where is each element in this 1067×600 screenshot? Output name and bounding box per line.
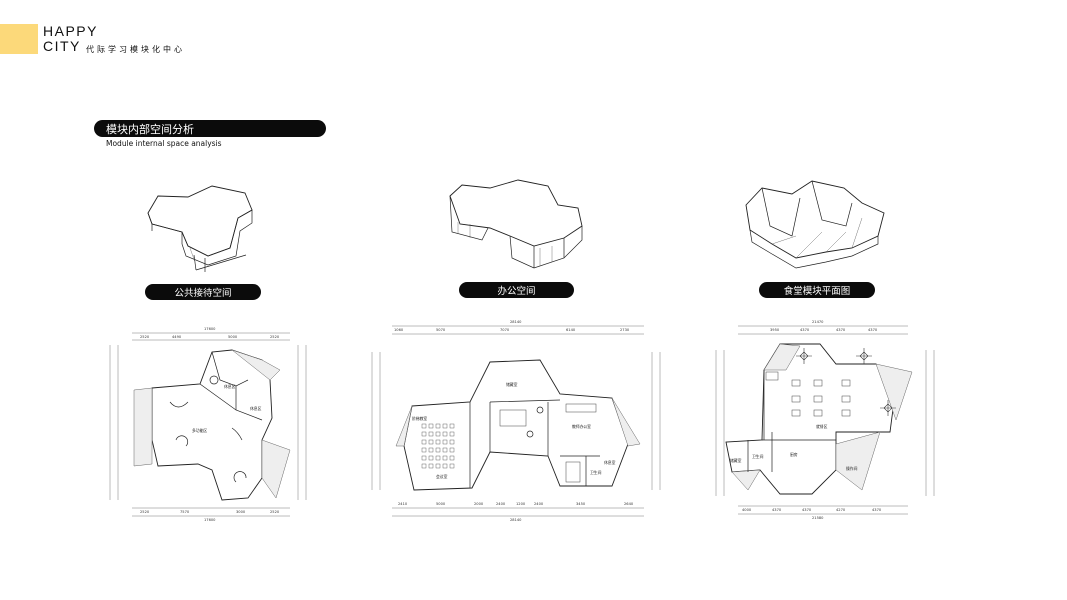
dim-top-total: 21470 <box>812 320 824 324</box>
axon-model-office <box>449 179 583 269</box>
axon-model-canteen <box>745 180 885 269</box>
room-label-rest-1: 休息区 <box>224 384 236 389</box>
dim-top-3: 5000 <box>228 335 238 339</box>
dim-bottom-3: 2000 <box>474 502 484 506</box>
dim-top-5: 2730 <box>620 328 630 332</box>
dim-bottom-4: 2400 <box>496 502 506 506</box>
module-label-public: 公共接待空间 <box>145 284 261 300</box>
dim-bottom-1: 2410 <box>398 502 408 506</box>
dim-top-4: 6140 <box>566 328 576 332</box>
dim-top-2: 4370 <box>800 328 810 332</box>
brand-name-line1: HAPPY <box>43 23 98 39</box>
dim-bottom-8: 2640 <box>624 502 634 506</box>
dim-bottom-5: 1200 <box>516 502 526 506</box>
room-label-storage: 储藏室 <box>730 458 742 463</box>
room-label-multi: 多功能区 <box>192 428 207 433</box>
room-label-storage: 储藏室 <box>506 382 518 387</box>
section-title: 模块内部空间分析 <box>106 123 194 136</box>
room-label-meeting: 会议室 <box>436 474 448 479</box>
dim-bottom-4: 2520 <box>270 510 280 514</box>
room-label-restroom: 卫生间 <box>752 454 764 459</box>
dim-bottom-6: 2400 <box>534 502 544 506</box>
room-label-rest-2: 休息区 <box>250 406 262 411</box>
dim-top-1: 1060 <box>394 328 404 332</box>
brand-logo-block <box>0 24 38 54</box>
dim-top-4: 2520 <box>270 335 280 339</box>
dim-bottom-2: 4370 <box>772 508 782 512</box>
dim-bottom-3: 3000 <box>236 510 246 514</box>
section-subtitle: Module internal space analysis <box>106 139 222 148</box>
brand-subtitle: 代际学习模块化中心 <box>86 45 185 54</box>
dim-top-2: 5070 <box>436 328 446 332</box>
floor-plan-public: 多功能区 休息区 休息区 17600 2520 4490 5000 2520 2… <box>109 327 307 522</box>
dim-top-3: 7070 <box>500 328 510 332</box>
room-label-kitchen: 厨房 <box>790 452 798 457</box>
dim-bottom-2: 7570 <box>180 510 190 514</box>
floor-plan-office: 储藏室 教师办公室 会议室 休息室 卫生间 阶梯教室 28140 1060 50… <box>371 320 661 522</box>
dim-bottom-total: 21580 <box>812 516 824 520</box>
room-label-lecture: 阶梯教室 <box>412 416 427 421</box>
room-label-restroom: 卫生间 <box>590 470 602 475</box>
dim-top-total: 28140 <box>510 320 522 324</box>
room-label-dining: 就餐区 <box>816 424 828 429</box>
axon-model-public <box>147 185 253 272</box>
brand-name-line2: CITY <box>43 38 81 54</box>
dim-bottom-4: 4270 <box>836 508 846 512</box>
dim-bottom-1: 4000 <box>742 508 752 512</box>
dim-top-1: 2520 <box>140 335 150 339</box>
dim-bottom-7: 3450 <box>576 502 586 506</box>
dim-bottom-1: 2520 <box>140 510 150 514</box>
dim-bottom-3: 4370 <box>802 508 812 512</box>
dim-bottom-total: 17600 <box>204 518 216 522</box>
dim-top-1: 3950 <box>770 328 780 332</box>
dim-bottom-5: 4370 <box>872 508 882 512</box>
dim-top-3: 4370 <box>836 328 846 332</box>
room-label-prep: 操作间 <box>846 466 858 471</box>
module-label-office: 办公空间 <box>459 282 574 298</box>
room-label-teacher-office: 教师办公室 <box>572 424 591 429</box>
dim-top-total: 17600 <box>204 327 216 331</box>
dim-bottom-2: 5000 <box>436 502 446 506</box>
module-label-canteen: 食堂模块平面图 <box>759 282 875 298</box>
room-label-lounge: 休息室 <box>604 460 616 465</box>
section-title-pill <box>94 120 326 137</box>
floor-plan-canteen: 储藏室 厨房 卫生间 操作间 就餐区 21470 3950 4370 4370 … <box>715 320 935 520</box>
dim-top-4: 4370 <box>868 328 878 332</box>
dim-bottom-total: 28140 <box>510 518 522 522</box>
dim-top-2: 4490 <box>172 335 182 339</box>
